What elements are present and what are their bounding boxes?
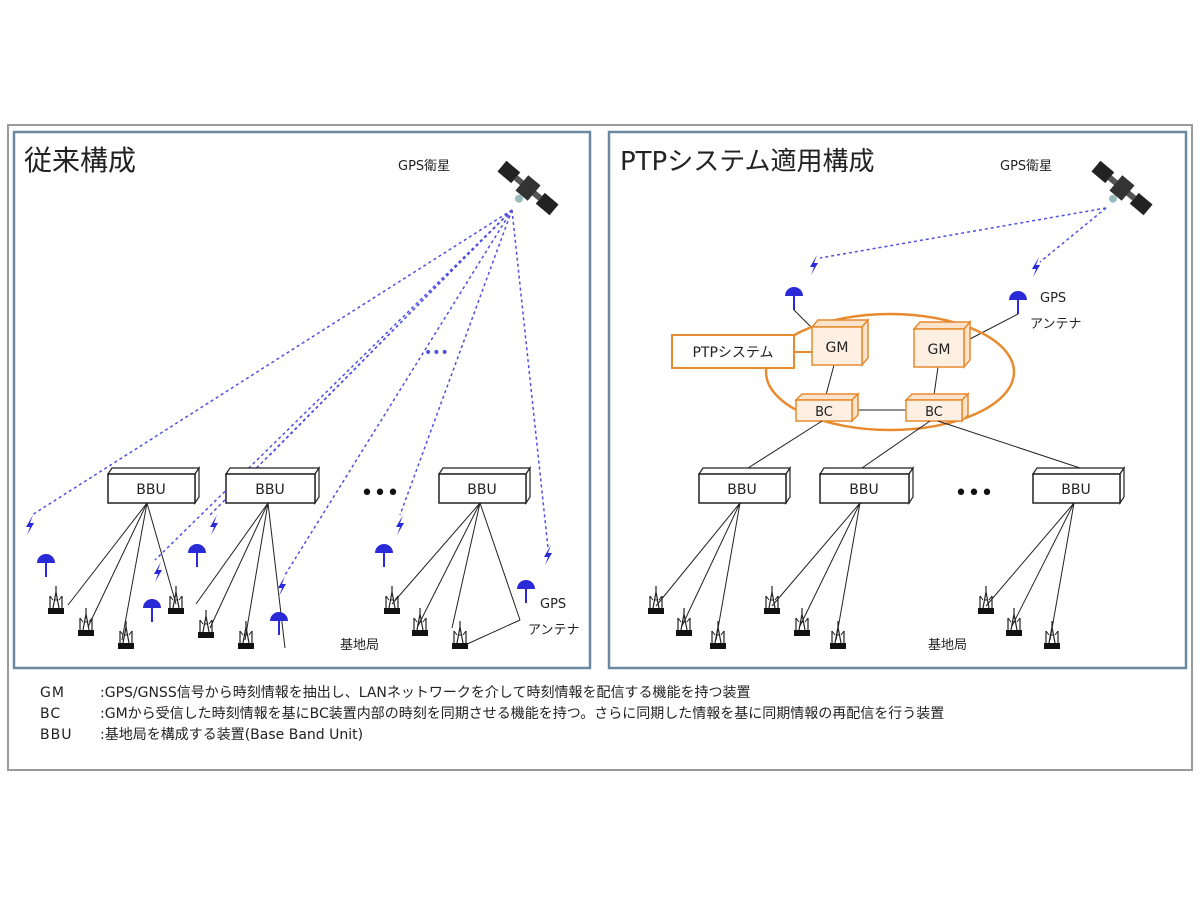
base-station-tower-icon — [47, 585, 469, 650]
bbu-box-left-2: BBU — [224, 466, 321, 505]
gps-antenna-icon — [374, 515, 404, 568]
legend-row-gm: GM :GPS/GNSS信号から時刻情報を抽出し、LANネットワークを介して時刻… — [40, 683, 1180, 704]
ptp-system-label-box: PTPシステム — [671, 334, 812, 369]
bbu-label: BBU — [136, 482, 165, 498]
bc-device-2: BC — [904, 392, 970, 423]
base-station-label: 基地局 — [928, 638, 967, 653]
bbu-label: BBU — [727, 482, 756, 498]
gps-antenna-icon — [142, 562, 162, 623]
gps-signal-lines — [819, 207, 1107, 263]
gps-antenna-icon — [269, 576, 289, 636]
bbu-ellipsis: ••• — [361, 481, 400, 506]
legend-term: GM — [40, 685, 65, 701]
ptp-internal-lines — [825, 364, 939, 411]
legend-description: :基地局を構成する装置(Base Band Unit) — [100, 727, 364, 743]
gps-satellite-icon — [1091, 160, 1153, 216]
legend-description: :GMから受信した時刻情報を基にBC装置内部の時刻を同期させる機能を持つ。さらに… — [100, 706, 945, 722]
bbu-connection-lines — [655, 502, 1075, 641]
gps-signal-lines — [31, 209, 549, 576]
gps-antenna-icon — [516, 545, 552, 604]
bc-label: BC — [815, 405, 833, 420]
outer-frame — [7, 124, 1193, 771]
left-panel-frame — [12, 130, 592, 670]
bbu-connection-lines — [67, 502, 521, 649]
bc-device-1: BC — [794, 392, 860, 423]
right-panel-title: PTPシステム適用構成 — [620, 147, 874, 177]
gm-label: GM — [928, 342, 951, 358]
gps-antenna-label: アンテナ — [1030, 317, 1081, 332]
gps-antenna-label: GPS — [540, 597, 566, 612]
gps-antenna-icon — [26, 515, 56, 578]
bbu-box-right-3: BBU — [1031, 466, 1126, 505]
gps-antenna-icon — [1008, 257, 1040, 315]
bbu-box-right-2: BBU — [818, 466, 915, 505]
gps-antenna-label: GPS — [1040, 291, 1066, 306]
gm-label: GM — [826, 340, 849, 356]
gm-device-1: GM — [810, 317, 870, 368]
base-station-tower-icon — [647, 585, 1061, 650]
gps-satellite-label: GPS衛星 — [398, 159, 450, 174]
gps-antenna-icon — [187, 515, 218, 568]
gps-antenna-label: アンテナ — [528, 623, 579, 638]
ptp-system-label: PTPシステム — [692, 345, 773, 361]
left-panel-conventional: 従来構成 GPS衛星 ••• BBU — [12, 130, 592, 670]
bbu-box-right-1: BBU — [697, 466, 792, 505]
ptp-system-boundary — [764, 312, 1016, 432]
legend-term: BBU — [40, 727, 73, 743]
bbu-label: BBU — [255, 482, 284, 498]
bbu-box-left-3: BBU — [437, 466, 532, 505]
gm-device-2: GM — [912, 319, 972, 370]
left-panel-title: 従来構成 — [24, 144, 136, 177]
legend-row-bc: BC :GMから受信した時刻情報を基にBC装置内部の時刻を同期させる機能を持つ。… — [40, 704, 1180, 725]
base-station-label: 基地局 — [340, 638, 379, 653]
gps-satellite-icon — [497, 160, 559, 216]
bc-label: BC — [925, 405, 943, 420]
bbu-label: BBU — [849, 482, 878, 498]
bc-bbu-lines — [747, 420, 1081, 469]
bbu-label: BBU — [1061, 482, 1090, 498]
legend-term: BC — [40, 706, 62, 722]
right-panel-ptp: PTPシステム適用構成 GPS衛星 GPS アンテナ PT — [607, 130, 1188, 670]
bbu-box-left-1: BBU — [106, 466, 201, 505]
bbu-ellipsis: ••• — [955, 481, 994, 506]
right-panel-frame — [607, 130, 1188, 670]
legend-row-bbu: BBU :基地局を構成する装置(Base Band Unit) — [40, 725, 1180, 746]
legend: GM :GPS/GNSS信号から時刻情報を抽出し、LANネットワークを介して時刻… — [40, 683, 1180, 746]
legend-description: :GPS/GNSS信号から時刻情報を抽出し、LANネットワークを介して時刻情報を… — [100, 685, 751, 701]
signal-ellipsis: ••• — [424, 345, 449, 361]
bbu-label: BBU — [467, 482, 496, 498]
gps-antenna-icon — [784, 255, 818, 311]
gps-satellite-label: GPS衛星 — [1000, 159, 1052, 174]
